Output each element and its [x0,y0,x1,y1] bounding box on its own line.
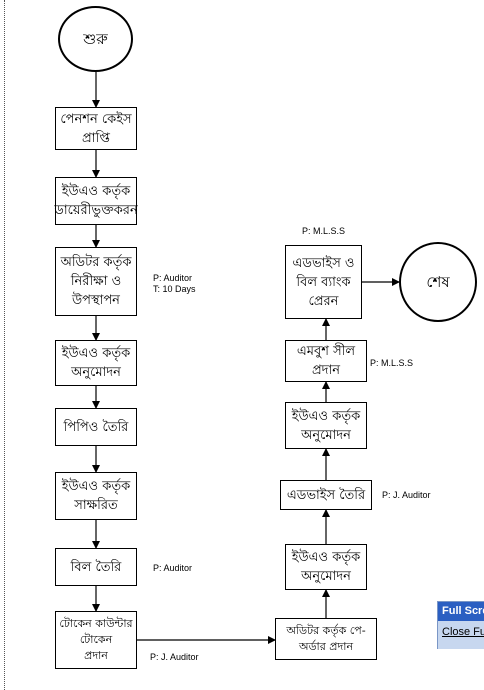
pension-case-receipt-node: পেনশন কেইস প্রাপ্তি [55,107,137,150]
fullscreen-toolbar[interactable]: Full Scre Close Fu [437,601,484,649]
uao-approval-1-label: ইউএও কর্তৃক অনুমোদন [61,346,131,380]
advice-prepare-note: P: J. Auditor [382,490,431,500]
token-counter-node: টোকেন কাউন্টার টোকেন প্রদান [55,611,137,669]
start-node: শুরু [58,6,133,72]
page-margin-line [4,0,5,690]
bill-prepare-node: বিল তৈরি [55,548,137,586]
bill-prepare-label: বিল তৈরি [70,559,122,575]
mbook-seal-note: P: M.L.S.S [370,358,414,368]
ppo-prepare-node: পিপিও তৈরি [55,408,137,446]
uao-approval-3-node: ইউএও কর্তৃক অনুমোদন [285,402,367,449]
uao-approval-2-node: ইউএও কর্তৃক অনুমোদন [285,544,367,590]
auditor-pay-order-node: অডিটর কর্তৃক পে- অর্ডার প্রদান [275,618,377,660]
mbook-seal-label: এমবুশ সীল প্রদান [296,344,356,378]
uao-diary-entry-node: ইউএও কর্তৃক ডায়েরীভুক্তকরন [54,177,138,225]
end-label: শেষ [426,272,450,291]
bill-prepare-note: P: Auditor [153,563,193,573]
auditor-review-label: অডিটর কর্তৃক নিরীক্ষা ও উপস্থাপন [60,255,132,308]
advice-prepare-label: এডভাইস তৈরি [286,487,366,503]
auditor-review-note: P: Auditor T: 10 Days [153,273,196,294]
advice-prepare-node: এডভাইস তৈরি [280,480,372,510]
uao-approval-2-label: ইউএও কর্তৃক অনুমোদন [291,550,361,584]
advice-bill-send-node: এডভাইস ও বিল ব্যাংক প্রেরন [285,245,362,319]
advice-bill-send-note: P: M.L.S.S [302,226,346,236]
close-fullscreen-button[interactable]: Close Fu [442,626,484,638]
auditor-pay-order-label: অডিটর কর্তৃক পে- অর্ডার প্রদান [286,624,366,653]
token-counter-note: P: J. Auditor [150,652,199,662]
uao-signed-node: ইউএও কর্তৃক সাক্ষরিত [55,472,137,520]
auditor-review-node: অডিটর কর্তৃক নিরীক্ষা ও উপস্থাপন [55,247,137,316]
end-node: শেষ [399,242,477,322]
uao-diary-entry-label: ইউএও কর্তৃক ডায়েরীভুক্তকরন [54,184,138,218]
uao-approval-3-label: ইউএও কর্তৃক অনুমোদন [291,408,361,443]
uao-signed-label: ইউএও কর্তৃক সাক্ষরিত [61,479,131,513]
advice-bill-send-label: এডভাইস ও বিল ব্যাংক প্রেরন [292,255,355,309]
token-counter-label: টোকেন কাউন্টার টোকেন প্রদান [59,617,133,662]
mbook-seal-node: এমবুশ সীল প্রদান [285,340,367,382]
uao-approval-1-node: ইউএও কর্তৃক অনুমোদন [55,340,137,386]
fullscreen-toolbar-title: Full Scre [438,602,484,621]
pension-case-receipt-label: পেনশন কেইস প্রাপ্তি [60,111,132,146]
ppo-prepare-label: পিপিও তৈরি [63,419,129,435]
start-label: শুরু [83,29,108,48]
